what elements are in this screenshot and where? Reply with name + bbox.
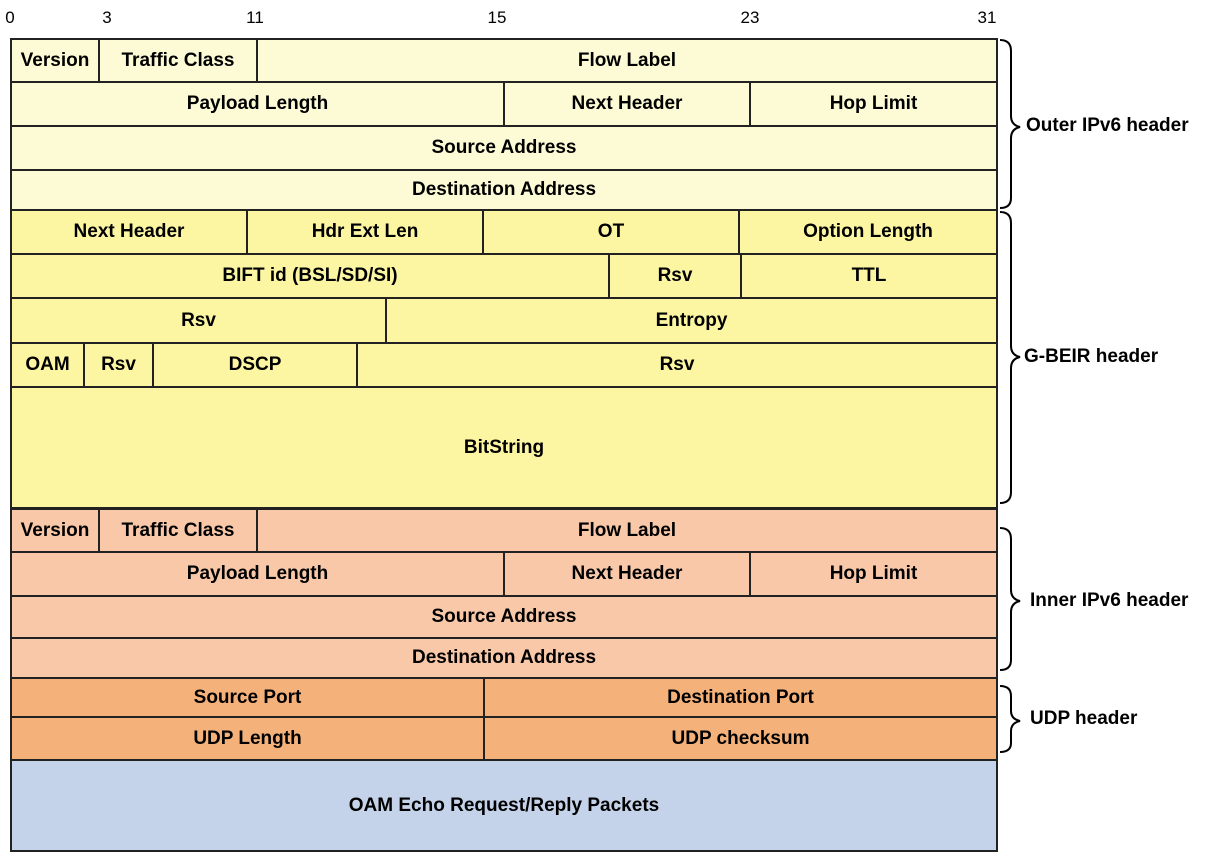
outer-next-header-field: Next Header — [503, 81, 751, 127]
gbeir-entropy-field: Entropy — [385, 297, 998, 344]
udp-header-label: UDP header — [1030, 708, 1138, 729]
inner-destination-address-field: Destination Address — [10, 637, 998, 679]
inner-ipv6-header-label: Inner IPv6 header — [1030, 590, 1189, 611]
inner-ipv6-brace — [999, 527, 1021, 671]
gbeir-rsv-field: Rsv — [356, 342, 998, 388]
outer-traffic-class-field: Traffic Class — [98, 38, 258, 83]
udp-source-port-field: Source Port — [10, 677, 485, 718]
bit-position-0: 0 — [5, 8, 15, 27]
gbeir-hdr-ext-len-field: Hdr Ext Len — [246, 209, 484, 255]
gbeir-dscp-field: DSCP — [152, 342, 358, 388]
udp-length-field: UDP Length — [10, 716, 485, 761]
outer-destination-address-field: Destination Address — [10, 169, 998, 211]
outer-source-address-field: Source Address — [10, 125, 998, 171]
inner-traffic-class-field: Traffic Class — [98, 508, 258, 553]
gbeir-oam-field: OAM — [10, 342, 85, 388]
outer-ipv6-brace — [999, 39, 1021, 209]
bit-position-15: 15 — [487, 8, 507, 27]
gbeir-header-label: G-BEIR header — [1024, 346, 1159, 367]
gbeir-brace — [999, 211, 1021, 504]
gbeir-bitstring-field: BitString — [10, 386, 998, 509]
bit-position-11: 11 — [246, 8, 264, 27]
inner-flow-label-field: Flow Label — [256, 508, 998, 553]
oam-payload-field: OAM Echo Request/Reply Packets — [10, 759, 998, 852]
inner-next-header-field: Next Header — [503, 551, 751, 597]
inner-source-address-field: Source Address — [10, 595, 998, 639]
inner-payload-length-field: Payload Length — [10, 551, 505, 597]
udp-brace — [999, 685, 1021, 753]
outer-payload-length-field: Payload Length — [10, 81, 505, 127]
outer-ipv6-header-label: Outer IPv6 header — [1026, 115, 1189, 136]
gbeir-next-header-field: Next Header — [10, 209, 248, 255]
gbeir-rsv-field: Rsv — [10, 297, 387, 344]
bit-position-3: 3 — [102, 8, 112, 27]
bit-position-23: 23 — [740, 8, 760, 27]
bit-position-31: 31 — [977, 8, 997, 27]
